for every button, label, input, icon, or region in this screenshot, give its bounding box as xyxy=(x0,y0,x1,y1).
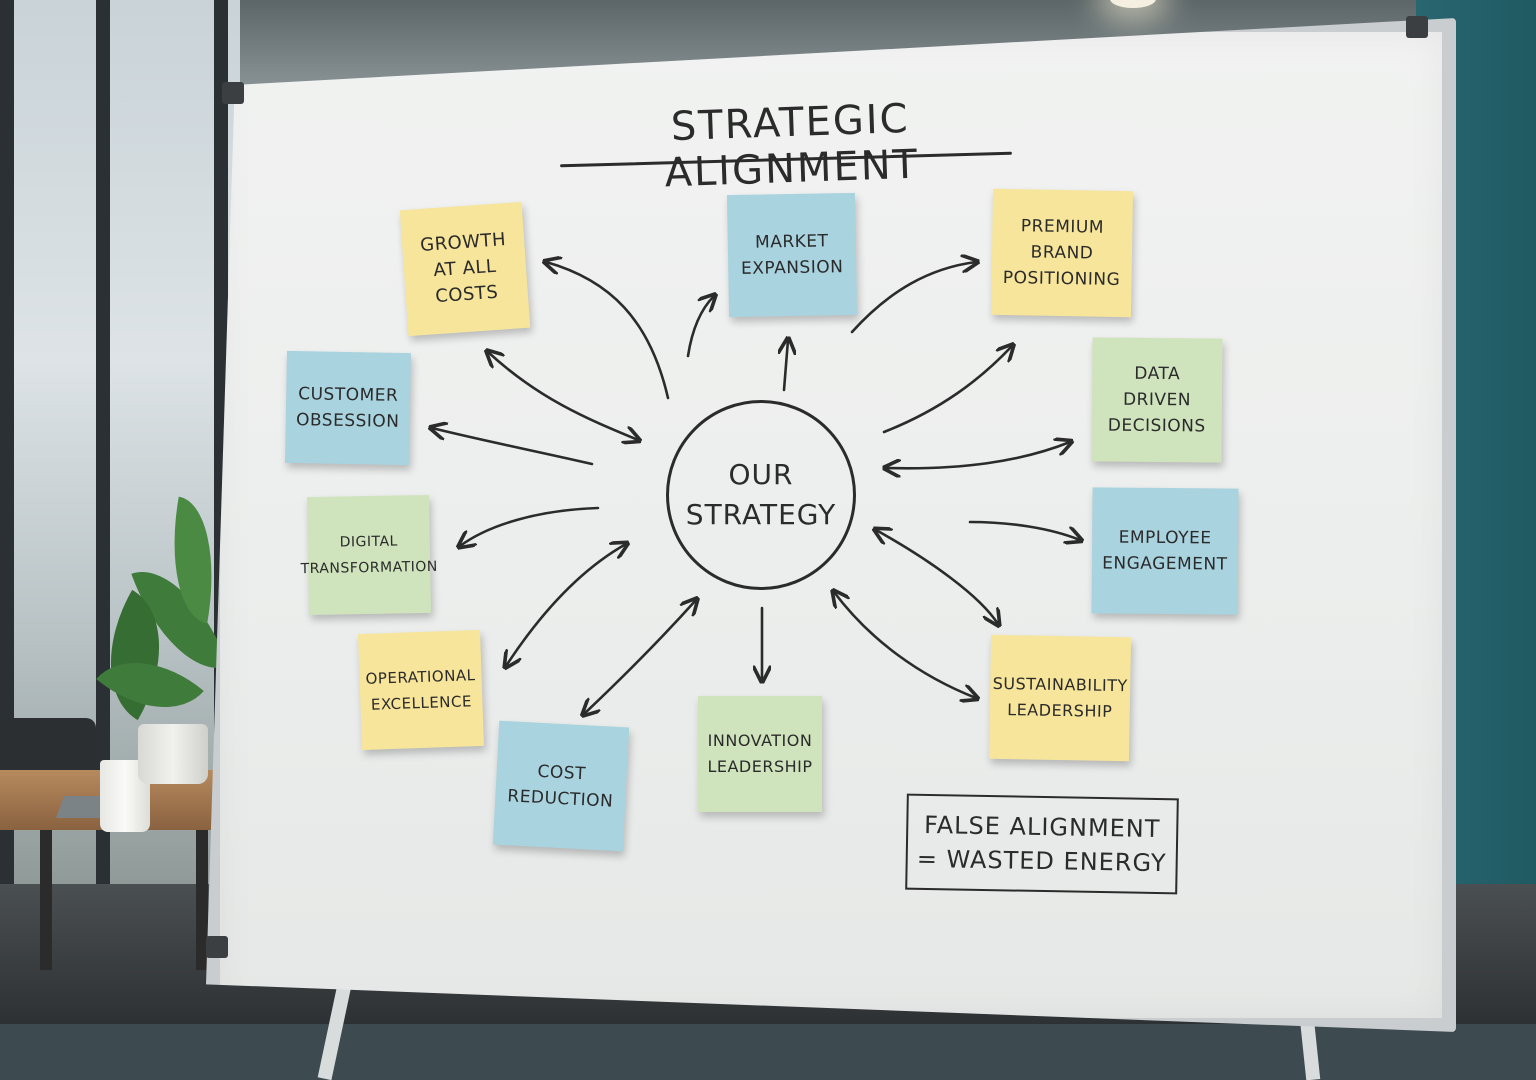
strategy-hub-circle: OUR STRATEGY xyxy=(666,400,856,590)
sticky-note-digital: DIGITAL TRANSFORMATION xyxy=(301,494,438,616)
desk-leg xyxy=(40,830,52,970)
sticky-note-label: INNOVATION LEADERSHIP xyxy=(707,731,813,776)
board-corner xyxy=(206,936,228,958)
sticky-note-label: OPERATIONAL EXCELLENCE xyxy=(365,666,476,714)
plant-pot xyxy=(138,724,208,784)
sticky-note-employee: EMPLOYEE ENGAGEMENT xyxy=(1091,487,1239,615)
sticky-note-label: DIGITAL TRANSFORMATION xyxy=(300,533,438,578)
window-mullion xyxy=(0,0,14,900)
sticky-note-customer: CUSTOMER OBSESSION xyxy=(285,350,411,466)
sticky-note-label: PREMIUM BRAND POSITIONING xyxy=(1002,216,1121,291)
sticky-note-label: EMPLOYEE ENGAGEMENT xyxy=(1102,527,1228,575)
board-title: STRATEGIC ALIGNMENT xyxy=(663,95,920,197)
sticky-note-growth: GROWTH AT ALL COSTS xyxy=(399,201,531,337)
sticky-note-sustainability: SUSTAINABILITY LEADERSHIP xyxy=(988,634,1132,762)
sticky-note-innovation: INNOVATION LEADERSHIP xyxy=(698,696,822,812)
ceiling-lamp xyxy=(1110,0,1156,8)
sticky-note-cost: COST REDUCTION xyxy=(492,720,630,852)
sticky-note-data: DATA DRIVEN DECISIONS xyxy=(1091,337,1223,463)
desk-leg xyxy=(196,830,208,970)
hub-label: OUR STRATEGY xyxy=(685,458,837,531)
sticky-note-market: MARKET EXPANSION xyxy=(726,192,858,318)
sticky-note-label: MARKET EXPANSION xyxy=(740,231,844,279)
sticky-note-label: COST REDUCTION xyxy=(506,761,614,812)
tagline-text: FALSE ALIGNMENT = WASTED ENERGY xyxy=(916,810,1167,878)
sticky-note-premium: PREMIUM BRAND POSITIONING xyxy=(990,188,1134,318)
board-corner xyxy=(1406,16,1428,38)
sticky-note-label: SUSTAINABILITY LEADERSHIP xyxy=(992,673,1128,721)
sticky-note-label: CUSTOMER OBSESSION xyxy=(295,384,400,432)
tagline-box: FALSE ALIGNMENT = WASTED ENERGY xyxy=(905,793,1179,895)
board-corner xyxy=(222,82,244,104)
sticky-note-label: GROWTH AT ALL COSTS xyxy=(419,229,507,308)
sticky-note-label: DATA DRIVEN DECISIONS xyxy=(1107,363,1206,437)
sticky-note-operational: OPERATIONAL EXCELLENCE xyxy=(358,629,484,751)
